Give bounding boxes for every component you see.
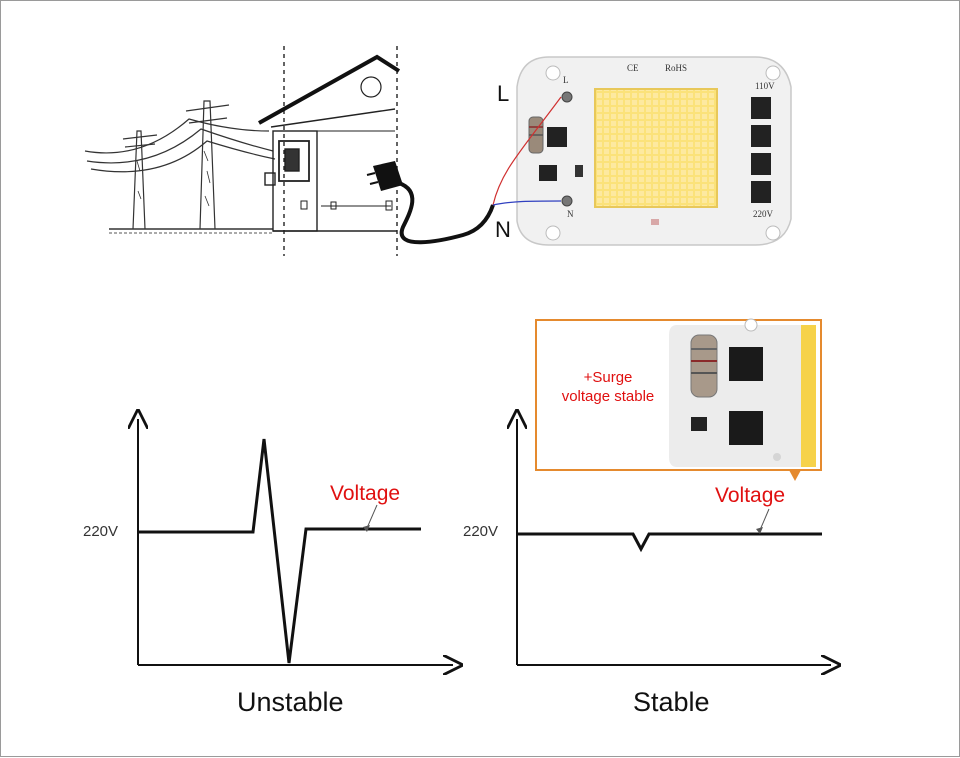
module-cert-ce: CE [627,63,639,73]
surge-callout [535,318,822,481]
module-cert-rohs: RoHS [665,63,688,73]
plug-icon [366,161,495,245]
module-hole-mark-n: N [567,209,574,219]
chart-unstable-caption: Unstable [237,687,344,717]
surge-callout-line2: voltage stable [561,388,655,405]
power-pole-icon [84,100,276,230]
wires [492,96,562,206]
live-wire-label: L [497,81,510,106]
chart-stable-series-label: Voltage [715,484,786,507]
chart-stable-pointer-head [756,527,763,534]
chart-stable-axes [517,419,831,665]
chart-unstable-pointer-head [363,525,370,532]
ground-line [109,228,273,234]
chart-unstable-label-pointer [366,504,378,529]
chart-stable-label-pointer [759,508,770,531]
chart-unstable-axes [138,419,453,665]
surge-closeup-photo [669,318,816,467]
surge-callout-text: +Surge voltage stable [533,368,683,406]
chart-stable-caption: Stable [633,687,710,717]
chart-stable-y-tick: 220V [463,523,499,540]
chart-unstable-y-tick: 220V [83,523,119,540]
chart-stable-voltage-line [517,532,822,553]
house-icon [258,46,401,256]
led-module-icon [516,56,792,246]
module-pad-220v: 220V [753,209,773,219]
module-pad-110v: 110V [755,81,775,91]
neutral-wire-label: N [495,217,511,242]
module-hole-mark-l: L [563,75,569,85]
surge-callout-line1: +Surge [583,369,633,386]
chart-unstable-voltage-line [138,438,421,664]
chart-unstable-series-label: Voltage [330,482,401,505]
